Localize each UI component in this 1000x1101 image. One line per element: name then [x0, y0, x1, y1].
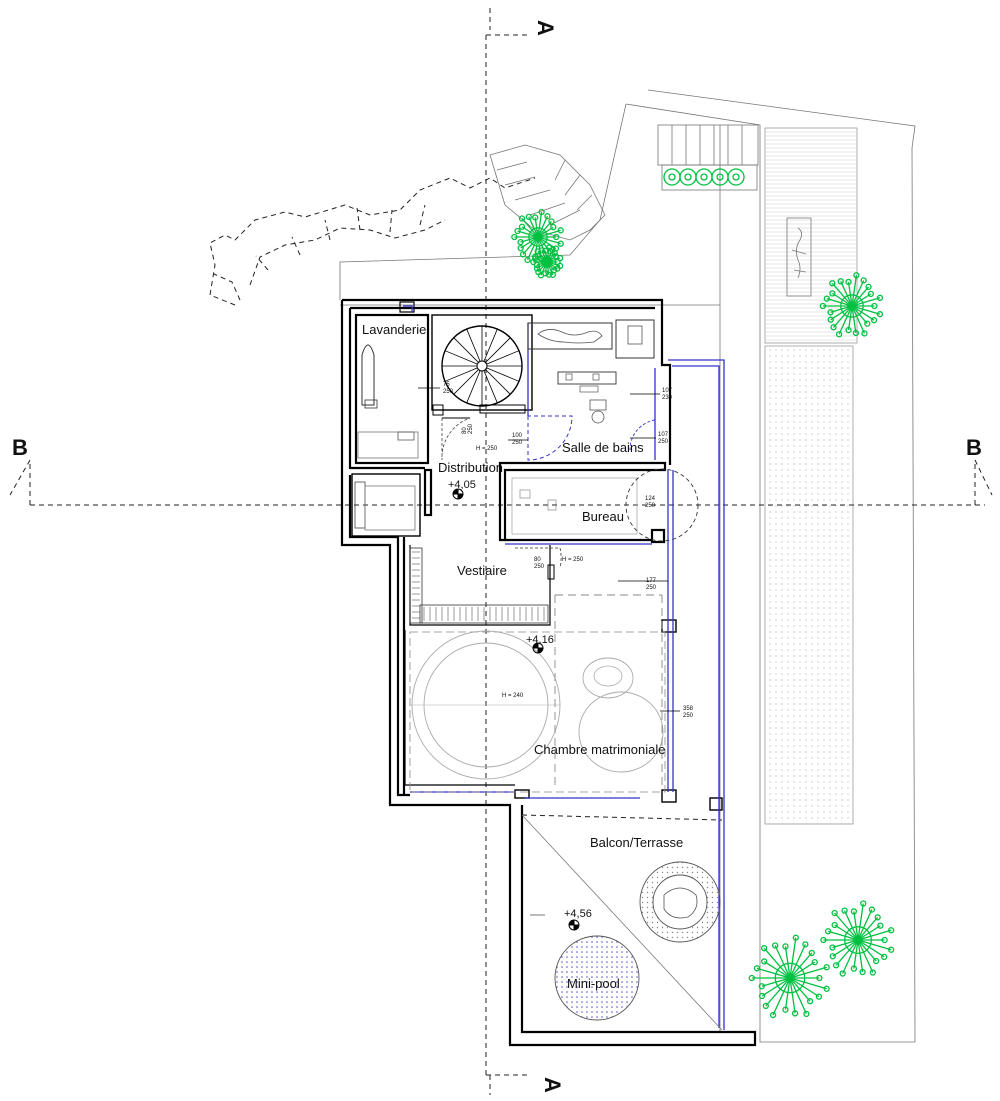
svg-text:250: 250 — [645, 503, 656, 509]
svg-text:250: 250 — [683, 713, 694, 719]
room-label-distribution: Distribution — [438, 460, 503, 475]
svg-text:250: 250 — [534, 564, 545, 570]
svg-text:358: 358 — [683, 706, 694, 712]
hedge-icon — [663, 168, 745, 186]
ceiling-height-bedroom: H = 240 — [502, 693, 524, 699]
terrace-features — [521, 814, 723, 1031]
sun-lounger — [786, 217, 812, 297]
section-marker-bottom: A — [540, 1077, 565, 1093]
garden-area — [764, 345, 854, 825]
site-outline — [339, 89, 916, 1043]
level-terrace: +4,56 — [564, 908, 592, 920]
ceiling-height-dressing: H = 250 — [562, 557, 584, 563]
room-label-terrace: Balcon/Terrasse — [590, 835, 683, 850]
section-line-b — [9, 458, 993, 506]
svg-text:230: 230 — [662, 395, 673, 401]
section-marker-right: B — [966, 435, 982, 460]
office-fixtures — [511, 468, 699, 542]
svg-text:250: 250 — [468, 423, 474, 434]
windows — [403, 305, 725, 1030]
tree-garden-right-icon — [820, 900, 895, 977]
tree-garden-left-icon — [748, 934, 830, 1019]
tree-deck-icon — [819, 272, 884, 338]
tree-near-stairs-small-icon — [530, 244, 564, 279]
svg-text:124: 124 — [645, 496, 656, 502]
svg-text:107: 107 — [658, 432, 669, 438]
svg-text:250: 250 — [443, 389, 454, 395]
room-label-bedroom: Chambre matrimoniale — [534, 742, 666, 757]
bathroom-fixtures — [527, 319, 656, 461]
laundry-fixtures — [354, 344, 471, 531]
svg-text:107: 107 — [662, 388, 673, 394]
section-line-a — [485, 8, 530, 1095]
exterior-stairs — [489, 124, 759, 241]
room-label-laundry: Lavanderie — [362, 322, 426, 337]
room-label-office: Bureau — [582, 509, 624, 524]
svg-text:75: 75 — [443, 382, 450, 388]
room-label-dressing: Vestiaire — [457, 563, 507, 578]
level-distribution: +4,05 — [448, 479, 476, 491]
upper-level-outline — [209, 177, 536, 306]
room-label-bathroom: Salle de bains — [562, 440, 644, 455]
spiral-staircase — [441, 325, 526, 414]
svg-text:250: 250 — [658, 439, 669, 445]
svg-text:80: 80 — [534, 557, 541, 563]
svg-text:100: 100 — [512, 433, 523, 439]
section-marker-left: B — [12, 435, 28, 460]
dimension-ticks — [418, 387, 680, 712]
svg-text:250: 250 — [646, 585, 657, 591]
svg-text:250: 250 — [512, 440, 523, 446]
room-label-pool: Mini-pool — [567, 976, 620, 991]
exterior-walls — [340, 298, 757, 1047]
svg-text:80: 80 — [462, 427, 468, 434]
trees — [511, 168, 895, 1019]
ceiling-height-distribution: H = 250 — [476, 446, 498, 452]
level-markers — [452, 488, 580, 931]
bedroom-furniture — [409, 594, 666, 793]
level-bedroom: +4,16 — [526, 634, 554, 646]
section-marker-top: A — [533, 20, 558, 36]
dressing-wardrobes — [409, 547, 562, 624]
